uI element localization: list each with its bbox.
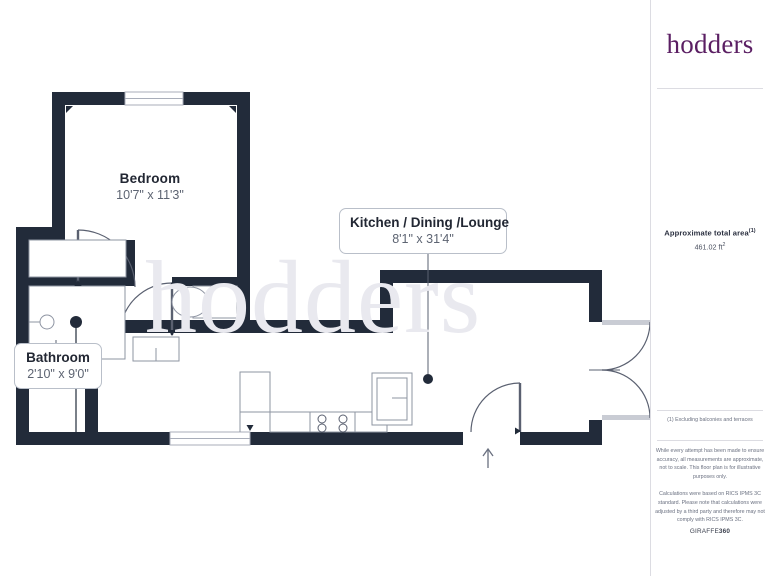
north-arrow-head [482,447,494,457]
hob-burner-icon [338,414,348,424]
sidebar-divider [657,440,763,441]
total-area-title: Approximate total area(1) [651,228,768,238]
room-label-kitchen-dining-lounge[interactable]: Kitchen / Dining /Lounge 8'1" x 31'4" [339,208,509,254]
door-entrance-arc [470,382,521,433]
wall-bathroom-south [16,432,98,445]
wall-bathroom-divider [29,277,135,286]
disclaimer-paragraph-accuracy: While every attempt has been made to ens… [655,448,765,480]
dim-tick [230,282,238,288]
wall-lounge-north-upper [380,270,602,283]
hob-burner-icon [317,423,327,433]
giraffe360-credit: GIRAFFE360 [651,528,768,535]
north-arrow-icon [482,447,494,468]
room-dimensions-bedroom: 10'7" x 11'3" [116,188,184,202]
total-area-unit-exponent: 2 [722,241,726,248]
dimension-ticks-group [66,106,521,435]
french-door-top-leaf [602,320,650,325]
room-dimensions-bathroom: 2'10" x 9'0" [27,367,89,381]
dim-tick [74,280,82,286]
wall-bedroom-west [52,92,65,227]
wall-lounge-south-right [520,432,602,445]
total-area-title-text: Approximate total area [664,228,749,238]
wall-toilet-nook-north [172,277,250,286]
info-sidebar: hodders Approximate total area(1) 461.02… [650,0,768,576]
hob-burner-icon [317,414,327,424]
wall-bathroom-west [16,227,29,445]
brand-logo[interactable]: hodders [651,0,768,88]
room-dimensions-kitchen-dining-lounge: 8'1" x 31'4" [392,232,454,246]
disclaimer-block: While every attempt has been made to ens… [655,447,765,534]
leader-lines-group [55,245,433,384]
leader-kitchen-dot [423,374,433,384]
brand-logo-text: hodders [666,28,754,59]
disclaimer-paragraph-rics: Calculations were based on RICS IPMS 3C … [655,491,765,524]
french-door-bottom-leaf [602,415,650,420]
wall-bedroom-north-left [52,92,125,105]
kitchen-counter-left [239,371,271,413]
total-area-value: 461.02 ft2 [651,242,768,251]
giraffe360-credit-suffix: 360 [718,528,731,535]
room-name-bedroom: Bedroom [119,171,181,186]
area-footnote: (1) Excluding balconies and terraces [667,417,753,423]
dim-tick [229,106,236,113]
wall-bedroom-east [237,92,250,320]
room-label-bedroom: Bedroom 10'7" x 11'3" [85,170,215,203]
giraffe360-credit-prefix: GIRAFFE [689,528,719,535]
dim-tick [66,106,73,113]
wall-bedroom-north-right [183,92,250,105]
floor-plan-canvas[interactable]: hodders [0,0,650,576]
hob-burner-icon [338,423,348,433]
windows-group [124,91,251,446]
wall-lounge-east-upper [589,270,602,322]
wall-lounge-riser [380,270,393,333]
french-door-bottom-arc [601,369,650,419]
cupboard-fixture [28,239,127,278]
kitchen-counter-run-left [269,411,311,433]
room-label-bathroom[interactable]: Bathroom 2'10" x 9'0" [14,343,102,389]
wall-lounge-north-lower [250,320,380,333]
wall-toilet-nook-west [172,277,181,286]
dim-tick [246,425,254,431]
dim-tick [168,282,176,288]
dim-tick [515,427,521,435]
sidebar-divider [657,88,763,89]
hob-4-burner-fixture [309,411,356,433]
total-area-number: 461.02 ft [694,241,723,251]
total-area-footnote-marker: (1) [748,228,756,234]
wall-lounge-south-left [98,432,170,445]
wall-lounge-northwest [85,320,250,333]
wall-lounge-south-middle [250,432,463,445]
toilet-bowl-fixture [171,286,209,318]
dim-tick [168,330,176,336]
room-name-kitchen-dining-lounge: Kitchen / Dining /Lounge [350,215,509,230]
floor-plan-drawing [16,91,650,468]
fixtures-group [28,239,413,433]
tall-appliance-door [376,377,408,421]
room-name-bathroom: Bathroom [26,350,90,365]
french-door-top-arc [601,321,650,371]
sidebar-divider [657,410,763,411]
shower-drain-icon [39,314,55,330]
total-area-block: Approximate total area(1) 461.02 ft2 [651,228,768,251]
